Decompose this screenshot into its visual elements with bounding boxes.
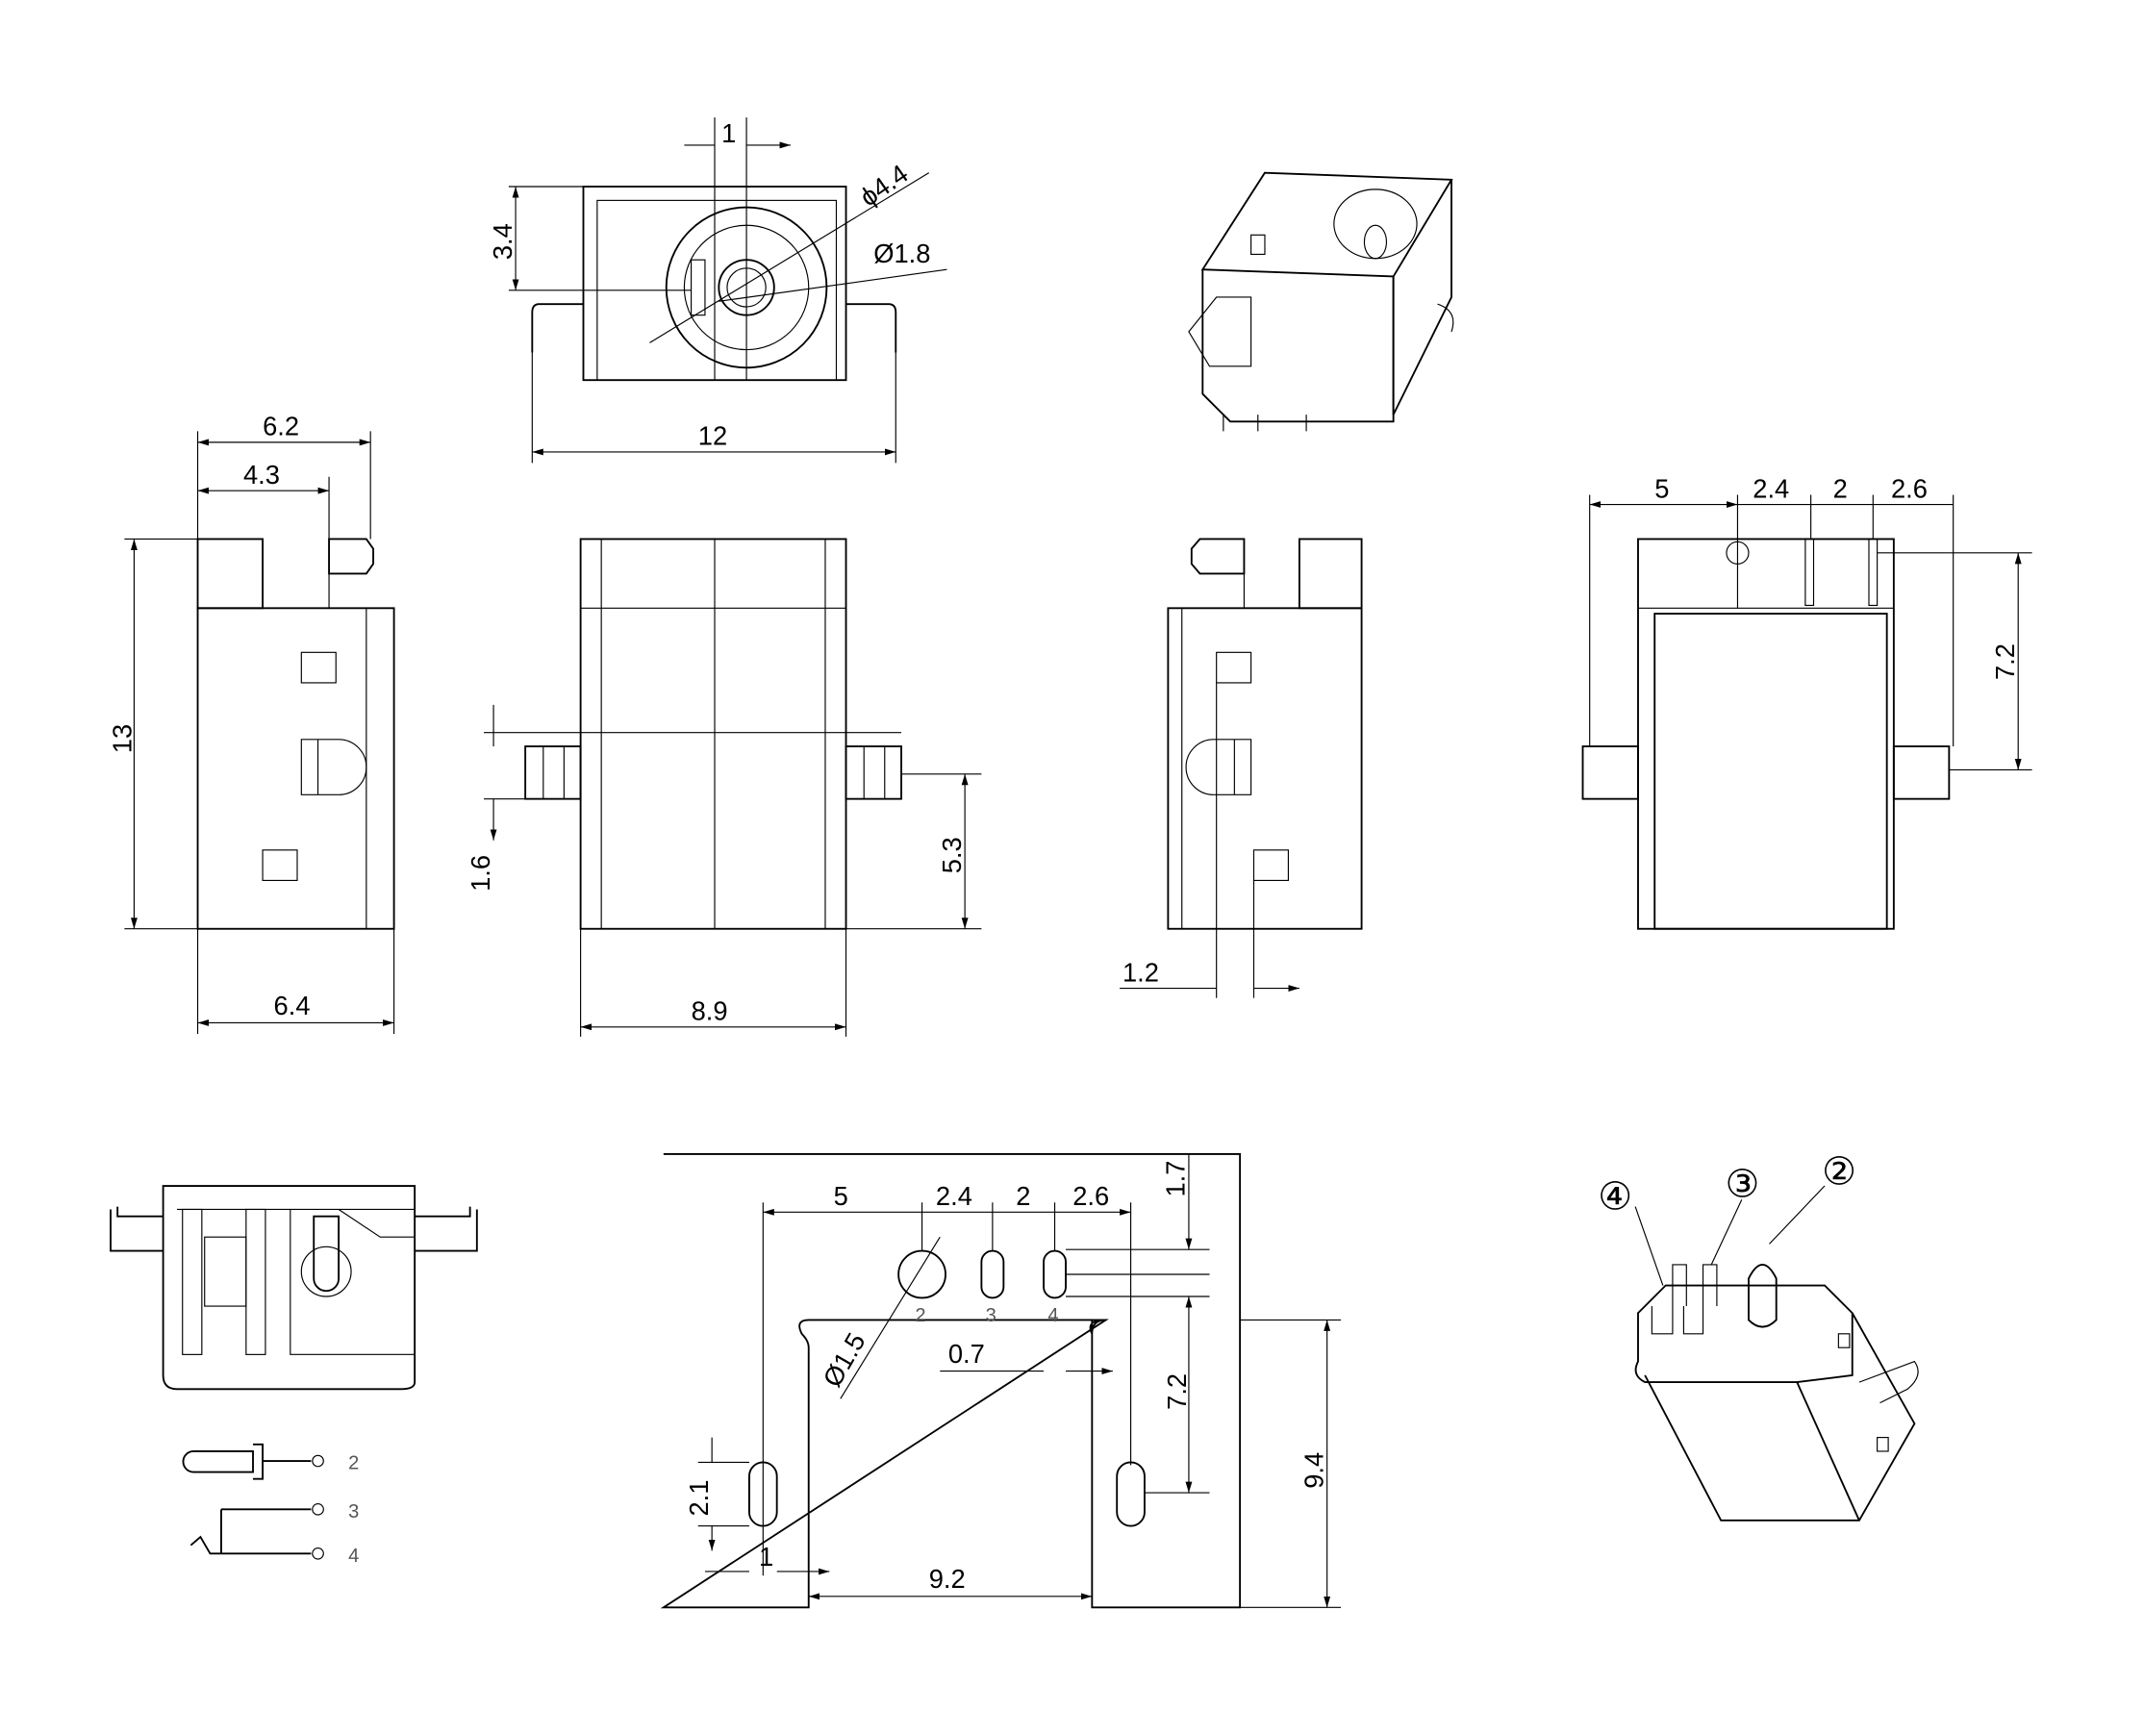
pcb-pad-width: 1 — [759, 1542, 773, 1572]
pcb-pin-label-3: 3 — [986, 1305, 996, 1326]
callout-pin-2: ② — [1822, 1150, 1856, 1195]
dim-back-pitch-4: 2.6 — [1891, 473, 1928, 503]
dim-front-width: 8.9 — [692, 996, 728, 1026]
pcb-slot-width: 0.7 — [948, 1339, 985, 1369]
left-side-view: 6.2 4.3 13 6.4 — [108, 412, 395, 1034]
pcb-pin-label-2: 2 — [915, 1305, 925, 1326]
pcb-pin-label-4: 4 — [1047, 1305, 1058, 1326]
dim-tab-position: 5.3 — [937, 837, 967, 873]
dim-back-pitch-3: 2 — [1833, 473, 1848, 503]
dim-pin-offset: 4.3 — [243, 460, 280, 490]
dim-back-pitch-1: 5 — [1654, 473, 1669, 503]
isometric-view-bottom: ④ ③ ② — [1598, 1150, 1919, 1522]
pcb-gap: 9.2 — [929, 1564, 966, 1594]
callout-pin-3: ③ — [1726, 1163, 1760, 1207]
callout-pin-4: ④ — [1598, 1174, 1632, 1219]
pcb-vertical: 7.2 — [1162, 1373, 1192, 1410]
dim-height: 13 — [108, 724, 138, 753]
back-view: 5 2.4 2 2.6 7.2 — [1581, 473, 2032, 930]
schematic-pin-3: 3 — [348, 1501, 359, 1522]
pcb-total-height: 9.4 — [1299, 1452, 1328, 1489]
dim-back-pin-height: 7.2 — [1990, 643, 2020, 680]
bottom-view — [110, 1185, 478, 1391]
schematic-pin-4: 4 — [348, 1546, 359, 1567]
dim-right-offset: 1.2 — [1122, 957, 1159, 987]
dim-body-depth: 6.4 — [274, 991, 311, 1020]
schematic: 2 3 4 — [182, 1443, 359, 1567]
pcb-pitch-1: 5 — [834, 1181, 848, 1211]
front-view: 1.6 5.3 8.9 — [466, 538, 982, 1037]
dim-inner-diameter: Ø1.8 — [873, 239, 930, 268]
pcb-offset-top: 1.7 — [1161, 1161, 1191, 1197]
dim-top-width: 12 — [698, 421, 727, 451]
top-view: 1 3.4 12 ϕ4.4 Ø1.8 — [488, 117, 947, 464]
pcb-footprint: 5 2.4 2 2.6 1.7 Ø1.5 0.7 7.2 9.4 2.1 1 9… — [660, 1153, 1342, 1609]
pcb-slot-height: 2.1 — [684, 1480, 714, 1517]
dim-top-offset: 1 — [721, 118, 736, 148]
right-side-view: 1.2 — [1120, 538, 1363, 997]
dim-top-height: 3.4 — [488, 223, 517, 260]
pcb-hole-diameter: Ø1.5 — [817, 1328, 870, 1393]
pcb-pitch-3: 2 — [1016, 1181, 1030, 1211]
isometric-view-top — [1188, 171, 1454, 432]
schematic-pin-2: 2 — [348, 1453, 359, 1474]
pcb-pitch-2: 2.4 — [936, 1181, 972, 1211]
dim-outer-diameter: ϕ4.4 — [854, 159, 913, 213]
dim-back-pitch-2: 2.4 — [1753, 473, 1789, 503]
dim-tab-height: 1.6 — [466, 855, 495, 892]
dim-overall-depth: 6.2 — [263, 412, 299, 441]
pcb-pitch-4: 2.6 — [1072, 1181, 1109, 1211]
